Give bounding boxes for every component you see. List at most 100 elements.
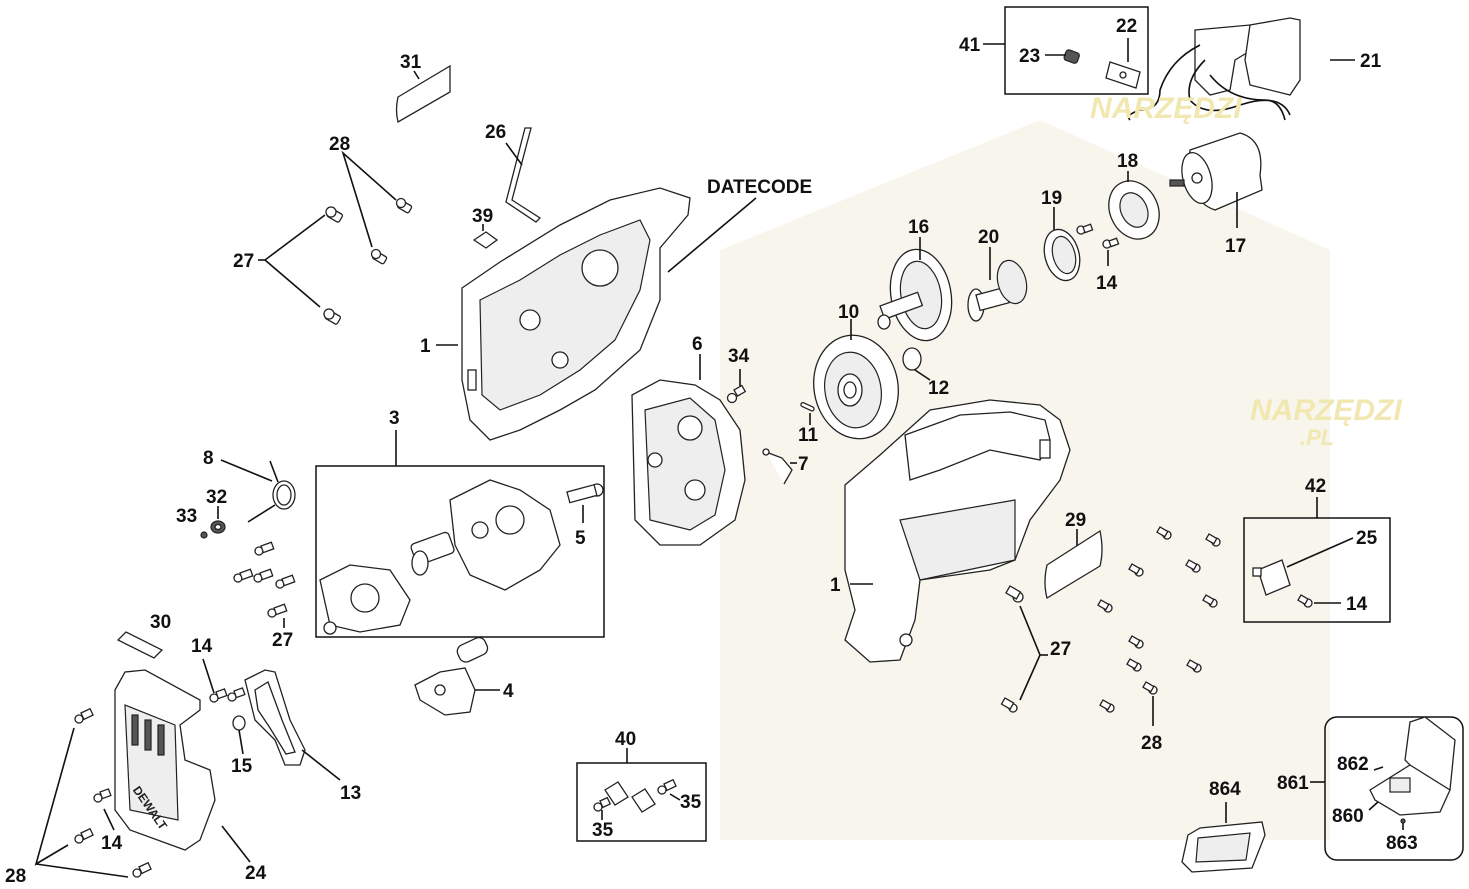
- callout-861: 861: [1277, 773, 1309, 794]
- part-1-housing-left: 1: [420, 187, 691, 441]
- part-12-retaining-ring: 12: [902, 347, 949, 399]
- part-30-label: 30: [116, 612, 171, 659]
- callout-23: 23: [1019, 46, 1040, 67]
- callout-10: 10: [838, 302, 859, 323]
- part-17-motor: 17: [1169, 132, 1263, 257]
- screws-27-28-right: 27 28: [1000, 526, 1221, 754]
- callout-862: 862: [1337, 754, 1369, 775]
- part-41-kit-box: 41 23 22: [959, 6, 1149, 95]
- part-4-shoe: 4: [414, 636, 514, 716]
- part-18-motor-mount: 18: [1108, 151, 1160, 240]
- callout-31: 31: [400, 52, 422, 73]
- screw-icon: [1128, 563, 1144, 577]
- screws-27-28-top: 27 28: [233, 134, 413, 325]
- watermark-suffix: .PL: [1300, 425, 1334, 450]
- screws-27-middle: 27: [233, 541, 296, 651]
- callout-27-middle: 27: [272, 630, 293, 651]
- screw-icon: [1128, 635, 1144, 649]
- screw-icon: [1000, 697, 1018, 713]
- callout-30: 30: [150, 612, 171, 633]
- screws-28-bottom: 28: [5, 707, 152, 887]
- screw-icon: [1202, 594, 1218, 608]
- callout-34: 34: [728, 346, 750, 367]
- screw-icon: [233, 568, 254, 583]
- screw-icon: [1297, 594, 1313, 608]
- part-34-screw: 34: [726, 346, 750, 404]
- screw-icon: [566, 483, 604, 504]
- callout-864: 864: [1209, 779, 1241, 800]
- callout-41: 41: [959, 35, 981, 56]
- screw-icon: [254, 541, 275, 556]
- callout-12: 12: [928, 378, 949, 399]
- screw-icon: [275, 574, 296, 589]
- callout-5: 5: [575, 528, 586, 549]
- part-21-switch-harness: 21: [1127, 17, 1382, 121]
- watermark-bottom-text: NARZĘDZI: [1250, 394, 1402, 427]
- callout-3: 3: [389, 408, 400, 429]
- screw-icon: [593, 796, 612, 812]
- screw-icon: [323, 308, 342, 325]
- part-15-o-ring: 15: [231, 715, 253, 777]
- callout-21: 21: [1360, 51, 1382, 72]
- part-20-spindle: 20: [967, 227, 1028, 322]
- part-32-washer: 32: [206, 487, 227, 534]
- part-3-kit-box: 3: [315, 408, 605, 638]
- screw-icon: [1076, 223, 1094, 235]
- screw-icon: [1185, 559, 1201, 573]
- screw-icon: [370, 248, 388, 265]
- screw-icon: [1126, 658, 1142, 672]
- callout-14-cover-top: 14: [191, 636, 213, 657]
- watermark-top-text: NARZĘDZI: [1090, 92, 1242, 125]
- screw-icon: [1005, 585, 1024, 603]
- screw-icon: [227, 687, 246, 702]
- callout-11: 11: [798, 425, 819, 446]
- callout-42: 42: [1305, 476, 1326, 497]
- callout-17: 17: [1225, 236, 1246, 257]
- part-19-ring-gear: 19: [1041, 188, 1081, 282]
- screw-icon: [325, 206, 344, 223]
- callout-13: 13: [340, 783, 361, 804]
- callout-33: 33: [176, 506, 197, 527]
- part-864-case-insert: 864: [1181, 779, 1266, 873]
- callout-16: 16: [908, 217, 929, 238]
- screw-icon: [74, 707, 94, 724]
- part-11-pin: 11: [798, 402, 819, 446]
- callout-40: 40: [615, 729, 636, 750]
- callout-28-bottom-left: 28: [5, 866, 26, 887]
- callout-14-right: 14: [1346, 594, 1368, 615]
- part-40-kit-box: 40 35 35: [576, 729, 707, 842]
- part-10-drive-wheel: 10: [813, 302, 899, 440]
- callout-1-top: 1: [420, 336, 431, 357]
- part-39-label-sticker: 39: [472, 206, 499, 249]
- screw-icon: [1142, 681, 1158, 695]
- datecode-label: DATECODE: [707, 177, 812, 198]
- callout-25: 25: [1356, 528, 1378, 549]
- part-861-case-kit: 861 862 860 863: [1277, 716, 1464, 861]
- callout-7: 7: [798, 454, 809, 475]
- callout-27-top: 27: [233, 251, 254, 272]
- screw-icon: [1099, 699, 1115, 713]
- part-8-torsion-spring: 8: [203, 448, 296, 523]
- part-26-hex-key: 26: [485, 122, 542, 223]
- part-13-gasket: 13: [244, 669, 361, 804]
- callout-860: 860: [1332, 806, 1364, 827]
- part-31-label: 31: [395, 52, 451, 123]
- screw-icon: [267, 603, 288, 618]
- callout-15: 15: [231, 756, 253, 777]
- screw-icon: [1186, 659, 1202, 673]
- screw-icon: [132, 861, 152, 878]
- callout-32: 32: [206, 487, 227, 508]
- screw-icon: [395, 197, 413, 214]
- callout-26: 26: [485, 122, 506, 143]
- part-5-bolt: 5: [566, 483, 604, 549]
- screw-icon: [1102, 237, 1120, 249]
- screw-icon: [657, 778, 677, 795]
- screw-icon: [74, 827, 94, 844]
- callout-14-cover-bottom: 14: [101, 833, 123, 854]
- screw-icon: [209, 688, 228, 703]
- screw-icon: [93, 788, 112, 803]
- callout-28-top: 28: [329, 134, 350, 155]
- callout-35-left: 35: [592, 820, 614, 841]
- callout-29: 29: [1065, 510, 1086, 531]
- screws-14-cover: 14 14: [93, 636, 246, 854]
